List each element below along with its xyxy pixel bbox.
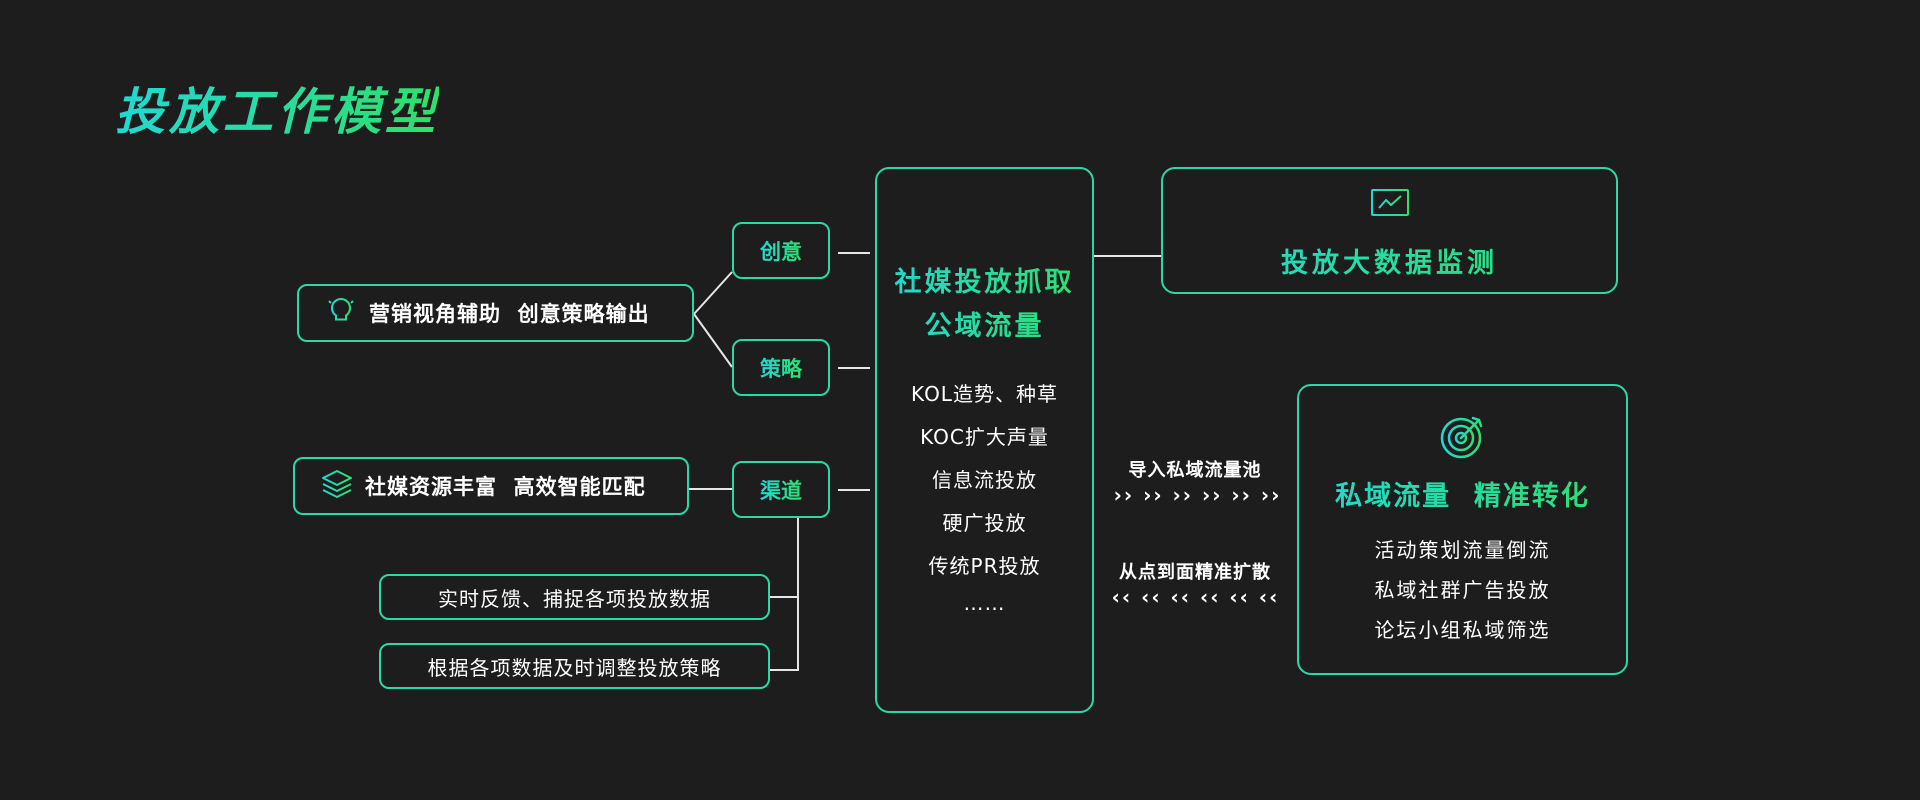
left-item-adjust-label: 根据各项数据及时调整投放策略 — [427, 655, 722, 680]
line-item1-creative — [693, 271, 733, 315]
tag-channel-label: 渠道 — [760, 475, 802, 505]
center-list-item: KOL造势、种草 — [911, 382, 1058, 406]
left-item-marketing: 营销视角辅助 创意策略输出 — [297, 284, 694, 342]
layers-icon — [321, 469, 353, 504]
target-icon — [1299, 412, 1626, 464]
tag-strategy: 策略 — [732, 339, 830, 396]
arrows-left: ‹‹ ‹‹ ‹‹ ‹‹ ‹‹ ‹‹ — [1111, 585, 1280, 609]
line-channel-item4 — [770, 518, 799, 671]
center-public-traffic: 社媒投放抓取 公域流量 KOL造势、种草 KOC扩大声量 信息流投放 硬广投放 … — [875, 167, 1094, 713]
private-title: 私域流量 精准转化 — [1299, 474, 1626, 513]
private-list-item: 论坛小组私域筛选 — [1374, 618, 1551, 642]
left-item-adjust: 根据各项数据及时调整投放策略 — [379, 643, 770, 689]
center-list-item: 硬广投放 — [942, 511, 1027, 535]
tag-creative-label: 创意 — [760, 236, 802, 266]
center-list-item: 传统PR投放 — [928, 554, 1041, 578]
center-list: KOL造势、种草 KOC扩大声量 信息流投放 硬广投放 传统PR投放 …… — [877, 373, 1092, 618]
private-list-item: 私域社群广告投放 — [1374, 578, 1551, 602]
arrows-right: ›› ›› ›› ›› ›› ›› — [1113, 483, 1282, 507]
center-list-item: KOC扩大声量 — [920, 425, 1049, 449]
arrow-top-label: 导入私域流量池 — [1128, 460, 1262, 481]
monitor-title: 投放大数据监测 — [1163, 241, 1616, 280]
center-title-line2: 公域流量 — [924, 311, 1045, 342]
center-title-line1: 社媒投放抓取 — [894, 267, 1075, 298]
arrow-bottom-label: 从点到面精准扩散 — [1119, 562, 1271, 583]
tag-strategy-label: 策略 — [760, 353, 802, 383]
lightbulb-icon — [325, 293, 357, 334]
line-item1-strategy — [693, 313, 733, 368]
monitor-box: 投放大数据监测 — [1161, 167, 1618, 294]
left-item-marketing-label: 营销视角辅助 创意策略输出 — [369, 302, 650, 326]
left-item-resources-label: 社媒资源丰富 高效智能匹配 — [365, 475, 646, 499]
left-item-feedback-label: 实时反馈、捕捉各项投放数据 — [438, 586, 711, 611]
tag-channel: 渠道 — [732, 461, 830, 518]
page-title: 投放工作模型 — [115, 72, 439, 144]
center-list-item: …… — [963, 591, 1006, 615]
monitor-chart-icon — [1163, 187, 1616, 231]
private-list-item: 活动策划流量倒流 — [1374, 538, 1551, 562]
left-item-feedback: 实时反馈、捕捉各项投放数据 — [379, 574, 770, 620]
center-list-item: 信息流投放 — [932, 468, 1037, 492]
private-list: 活动策划流量倒流 私域社群广告投放 论坛小组私域筛选 — [1299, 530, 1626, 650]
left-item-resources: 社媒资源丰富 高效智能匹配 — [293, 457, 689, 515]
private-traffic-box: 私域流量 精准转化 活动策划流量倒流 私域社群广告投放 论坛小组私域筛选 — [1297, 384, 1628, 675]
tag-creative: 创意 — [732, 222, 830, 279]
center-title: 社媒投放抓取 公域流量 — [877, 261, 1092, 349]
